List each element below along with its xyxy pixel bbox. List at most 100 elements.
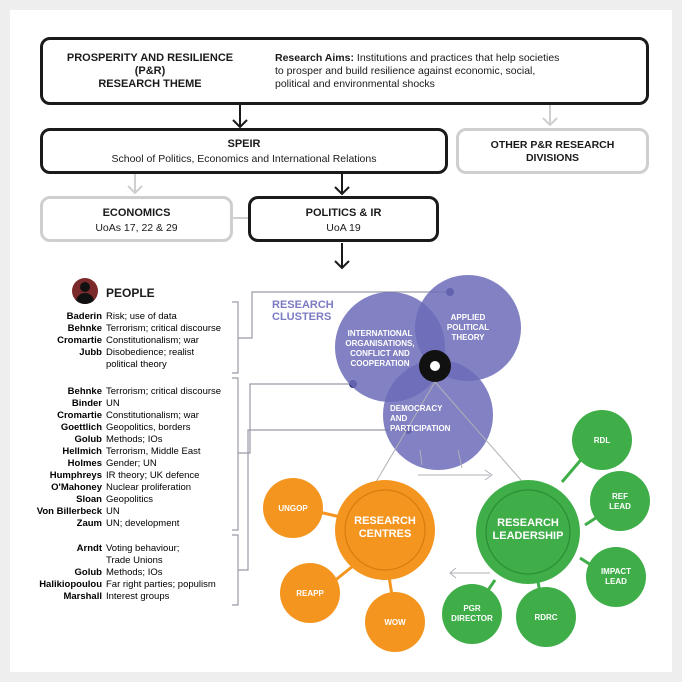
other-divisions-box	[456, 128, 649, 174]
cluster-label-line: AND	[390, 414, 408, 423]
person-topic: UN	[106, 398, 120, 409]
leadership-label-line: RDRC	[534, 613, 558, 622]
person-name: Golub	[74, 567, 102, 578]
research-centres-label: RESEARCH CENTRES	[335, 515, 435, 541]
person-name: Binder	[71, 398, 102, 409]
person-topic: Methods; IOs	[106, 567, 163, 578]
person-name: Golub	[74, 434, 102, 445]
leadership-label-line: DIRECTOR	[451, 614, 493, 623]
person-name: Halikiopoulou	[39, 579, 102, 590]
theme-title: PROSPERITY AND RESILIENCE (P&R) RESEARCH…	[50, 52, 250, 91]
leadership-label-line: REF	[612, 492, 628, 501]
cluster-label-line: ORGANISATIONS,	[345, 339, 415, 348]
research-aims-line: Institutions and practices that help soc…	[356, 52, 560, 64]
other-title-line: DIVISIONS	[525, 152, 580, 164]
centre-wow-circle	[365, 592, 425, 652]
leadership-ref-label: REF LEAD	[590, 492, 650, 512]
centre-ungop-label: UNGOP	[278, 504, 308, 513]
person-name: Cromartie	[57, 335, 102, 346]
economics-subtitle: UoAs 17, 22 & 29	[95, 222, 178, 234]
centres-title-line: RESEARCH	[354, 515, 416, 527]
centre-reapp-label: REAPP	[296, 589, 324, 598]
research-clusters-heading: RESEARCH CLUSTERS	[272, 299, 334, 323]
theme-box	[40, 37, 649, 105]
centre-ungop-circle	[263, 478, 323, 538]
person-name: Behnke	[67, 386, 102, 397]
leadership-rdl-label: RDL	[572, 436, 632, 446]
people-heading: PEOPLE	[106, 286, 155, 300]
person-topic: Disobedience; realist	[106, 347, 195, 358]
clusters-heading-line: RESEARCH	[272, 299, 334, 311]
politics-box	[248, 196, 439, 242]
person-topic: Interest groups	[106, 591, 170, 602]
research-aims: Research Aims: Institutions and practice…	[275, 52, 645, 91]
person-topic: Voting behaviour;	[106, 543, 180, 554]
cluster-label-line: APPLIED	[450, 313, 486, 322]
leadership-label-line: LEAD	[609, 502, 631, 511]
theme-title-line: RESEARCH THEME	[98, 78, 202, 90]
cluster-label-line: COOPERATION	[350, 359, 410, 368]
person-name: Jubb	[79, 347, 102, 358]
cluster-democracy-label: DEMOCRACY AND PARTICIPATION	[390, 404, 470, 434]
theme-title-line: PROSPERITY AND RESILIENCE	[66, 52, 234, 64]
research-leadership-label: RESEARCH LEADERSHIP	[473, 517, 583, 543]
person-topic: Constitutionalism; war	[106, 335, 199, 346]
bracket-group-2	[232, 377, 239, 531]
cluster-applied-theory-label: APPLIED POLITICAL THEORY	[438, 313, 498, 343]
person-name: Zaum	[76, 518, 102, 529]
leadership-rdrc-label: RDRC	[516, 613, 576, 623]
speir-title: SPEIR	[227, 138, 261, 150]
other-title-line: OTHER P&R RESEARCH	[490, 139, 615, 151]
economics-box	[40, 196, 233, 242]
research-leadership-circle	[476, 480, 580, 584]
theme-title-line: (P&R)	[134, 65, 166, 77]
leadership-pgr-circle	[442, 584, 502, 644]
person-topic: Nuclear proliferation	[106, 482, 192, 493]
person-name: Sloan	[76, 494, 102, 505]
person-name: Marshall	[63, 591, 102, 602]
diagram-card: PROSPERITY AND RESILIENCE (P&R) RESEARCH…	[10, 10, 672, 672]
cluster-international-label: INTERNATIONAL ORGANISATIONS, CONFLICT AN…	[340, 329, 420, 369]
cluster-label-line: PARTICIPATION	[390, 424, 451, 433]
research-aims-line: to prosper and build resilience against …	[275, 65, 536, 77]
leadership-rdl-circle	[572, 410, 632, 470]
economics-title: ECONOMICS	[102, 207, 171, 219]
person-topic: Terrorism; critical discourse	[106, 386, 222, 397]
speir-box	[40, 128, 448, 174]
research-centres-circle	[335, 480, 435, 580]
cluster-label-line: THEORY	[451, 333, 485, 342]
leadership-rdrc-circle	[516, 587, 576, 647]
leadership-title-line: LEADERSHIP	[492, 530, 564, 542]
person-topic: Methods; IOs	[106, 434, 163, 445]
person-topic: political theory	[106, 359, 167, 370]
person-topic: Gender; UN	[106, 458, 157, 469]
person-topic: Terrorism; critical discourse	[106, 323, 222, 334]
person-topic: Geopolitics, borders	[106, 422, 191, 433]
person-topic: Far right parties; populism	[106, 579, 216, 590]
centre-reapp-circle	[280, 563, 340, 623]
person-name: Holmes	[67, 458, 102, 469]
person-name: Goettlich	[60, 422, 102, 433]
cluster-label-line: INTERNATIONAL	[347, 329, 413, 338]
leadership-label-line: PGR	[463, 604, 481, 613]
cluster-democracy-circle	[383, 360, 493, 470]
person-topic: Trade Unions	[106, 555, 163, 566]
other-divisions-title: OTHER P&R RESEARCH DIVISIONS	[456, 139, 649, 165]
cluster-label-line: CONFLICT AND	[350, 349, 410, 358]
centres-title-line: CENTRES	[358, 528, 412, 540]
leadership-impact-circle	[586, 547, 646, 607]
person-name: Von Billerbeck	[36, 506, 102, 517]
person-topic: UN; development	[106, 518, 180, 529]
leadership-pgr-label: PGR DIRECTOR	[442, 604, 502, 624]
leadership-ref-circle	[590, 471, 650, 531]
person-name: Humphreys	[49, 470, 102, 481]
leadership-label-line: IMPACT	[600, 567, 632, 576]
leadership-label-line: LEAD	[605, 577, 627, 586]
person-topic: Terrorism, Middle East	[106, 446, 201, 457]
person-name: O'Mahoney	[51, 482, 102, 493]
research-aims-line: political and environmental shocks	[275, 78, 435, 90]
person-name: Behnke	[67, 323, 102, 334]
person-name: Arndt	[76, 543, 102, 554]
person-topic: Risk; use of data	[106, 311, 177, 322]
politics-subtitle: UoA 19	[326, 222, 361, 234]
